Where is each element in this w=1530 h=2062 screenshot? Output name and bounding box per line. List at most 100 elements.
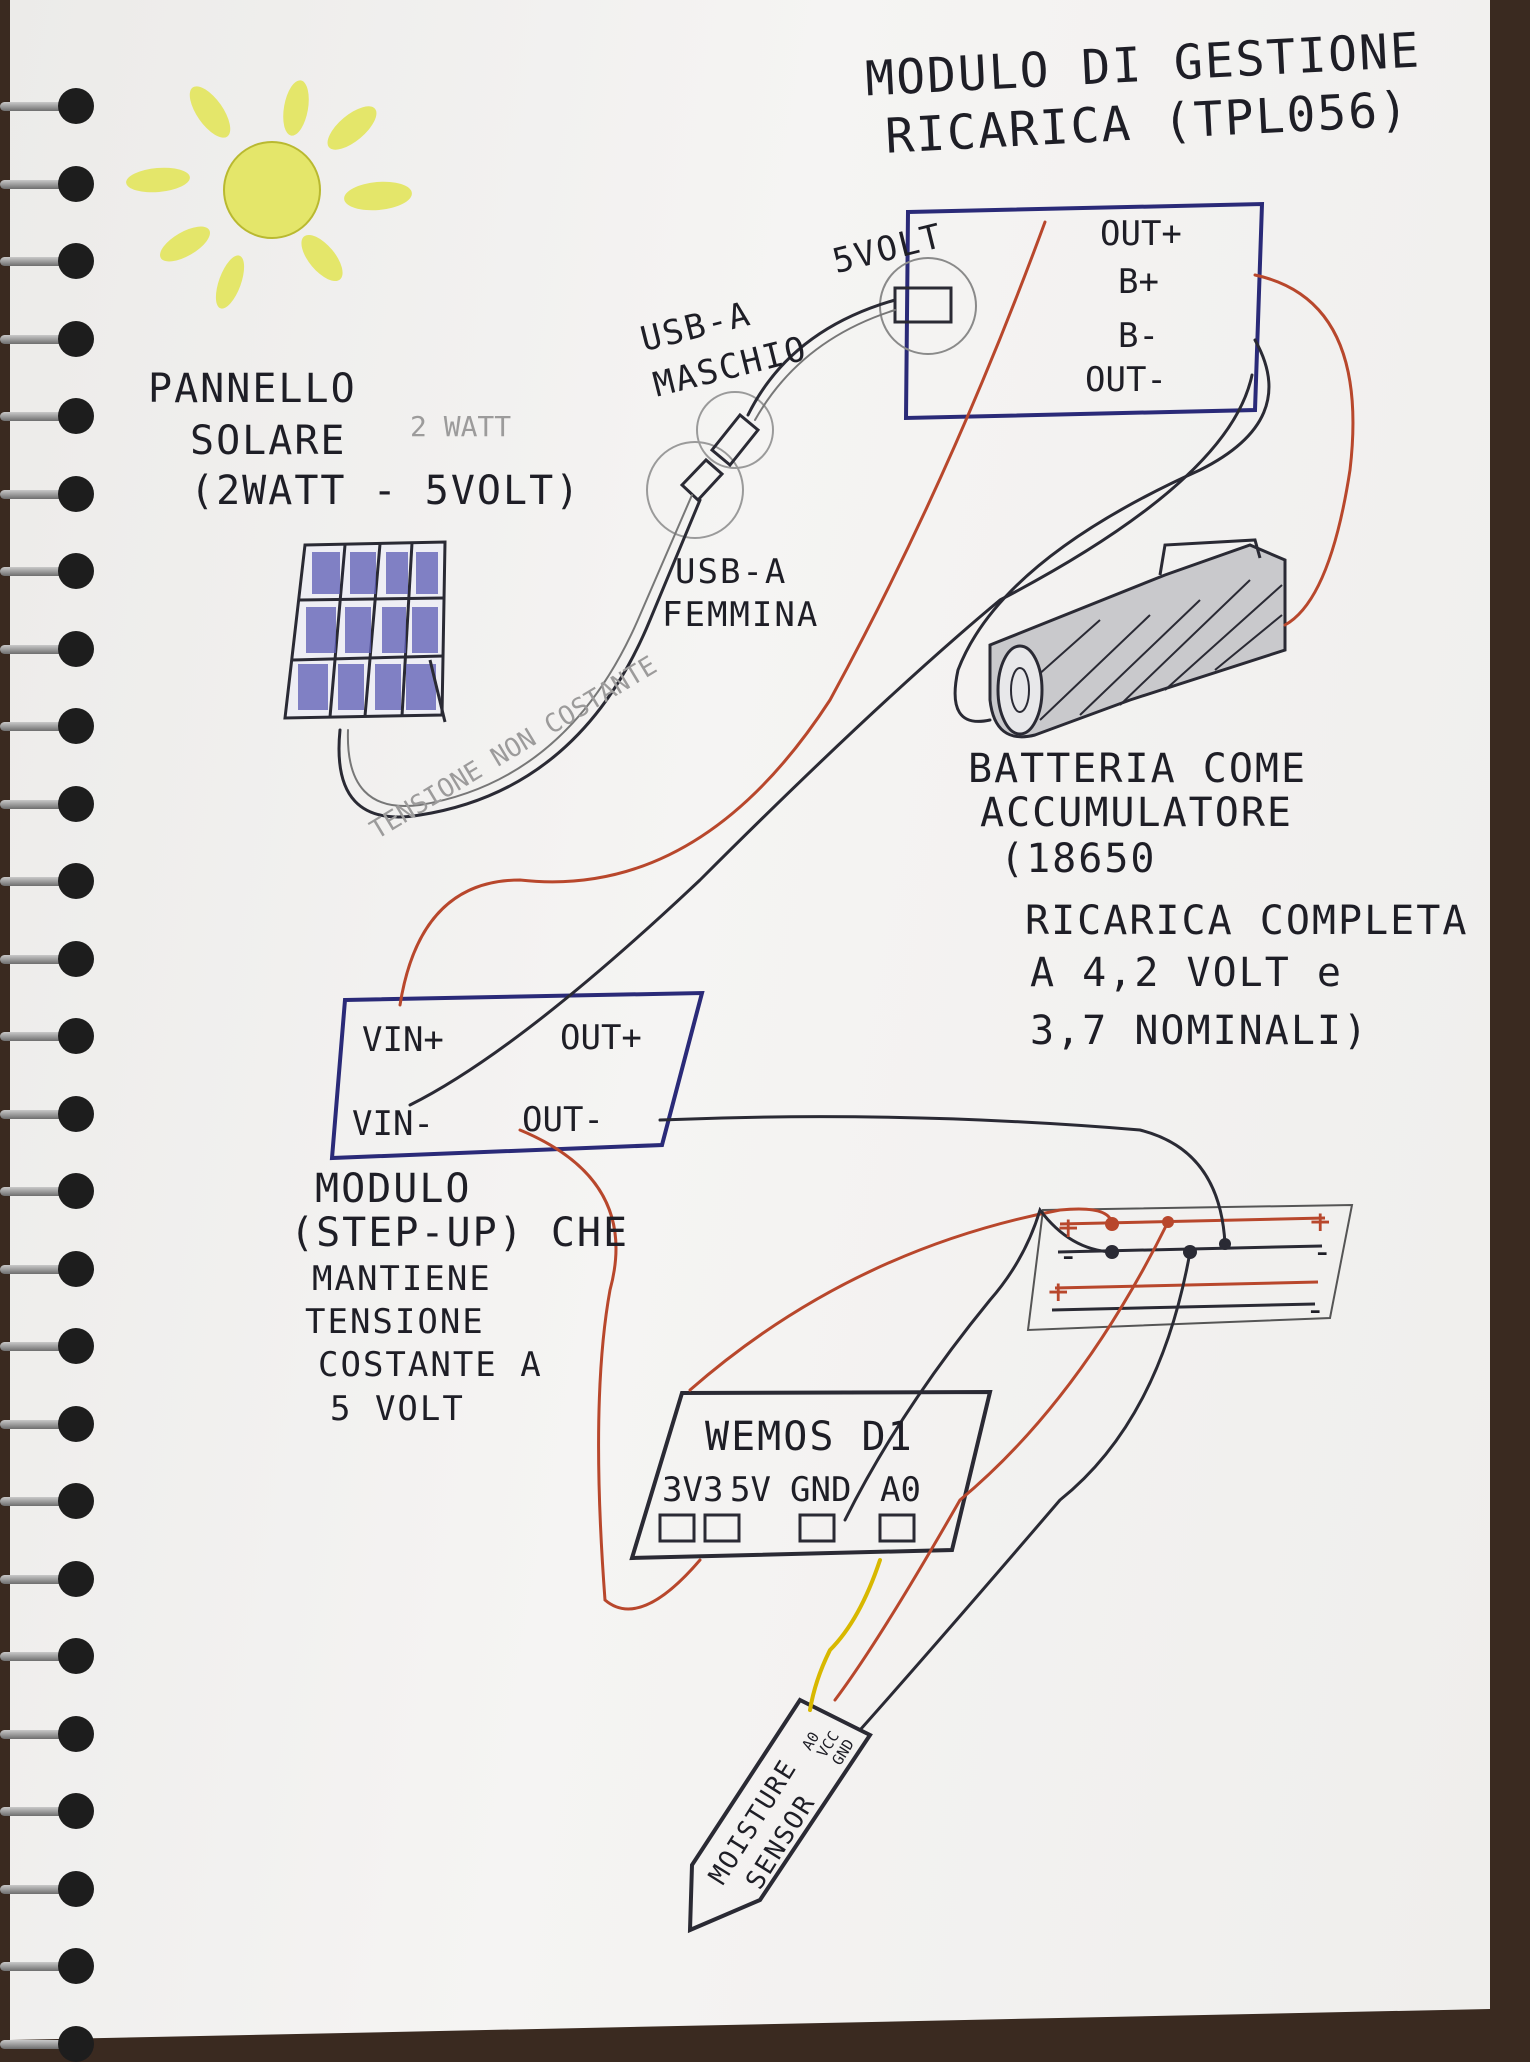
rail-top-right-plus: + bbox=[1310, 1202, 1331, 1242]
sun-icon bbox=[126, 80, 412, 309]
spiral-ring bbox=[0, 708, 98, 744]
ring-hole bbox=[58, 1948, 94, 1984]
ring-hole bbox=[58, 1560, 94, 1597]
spiral-ring bbox=[0, 553, 98, 589]
wemos-pin-3v3: 3V3 bbox=[662, 1470, 724, 1510]
ring-wire bbox=[0, 644, 78, 654]
spiral-ring bbox=[0, 320, 98, 357]
spiral-ring bbox=[0, 1715, 98, 1752]
ring-hole bbox=[58, 785, 94, 822]
wemos-pin-pads bbox=[658, 1513, 916, 1543]
spiral-ring bbox=[0, 863, 98, 899]
spiral-ring bbox=[0, 398, 98, 434]
spiral-ring bbox=[0, 243, 98, 279]
battery-line-3: (18650 bbox=[1000, 836, 1157, 882]
spiral-ring bbox=[0, 1948, 98, 1984]
breadboard-power-rail bbox=[1026, 1203, 1354, 1332]
ring-wire bbox=[0, 1962, 78, 1971]
faint-watt-note: 2 WATT bbox=[410, 410, 512, 443]
ring-wire bbox=[0, 954, 78, 964]
ring-wire bbox=[0, 722, 78, 731]
rail-top-left-plus: + bbox=[1058, 1208, 1079, 1248]
ring-hole bbox=[58, 1405, 94, 1442]
panel-line-1: PANNELLO bbox=[148, 366, 357, 412]
stepup-pin-out-minus: OUT- bbox=[522, 1100, 604, 1140]
ring-wire bbox=[0, 179, 78, 189]
ring-wire bbox=[0, 1342, 78, 1351]
charger-module-board bbox=[903, 201, 1265, 421]
ring-hole bbox=[58, 88, 94, 124]
ring-hole bbox=[58, 863, 94, 899]
stepup-module-board bbox=[329, 990, 705, 1161]
ring-hole bbox=[58, 1018, 94, 1054]
ring-wire bbox=[0, 1497, 78, 1506]
ring-hole bbox=[58, 243, 94, 279]
rail-top-left-minus: - bbox=[1058, 1236, 1079, 1276]
spiral-ring bbox=[0, 475, 98, 512]
spiral-ring bbox=[0, 1250, 98, 1287]
rail-top-right-minus: - bbox=[1312, 1232, 1333, 1272]
ring-hole bbox=[58, 1638, 94, 1674]
spiral-ring bbox=[0, 630, 98, 667]
spiral-ring bbox=[0, 1870, 98, 1907]
spiral-ring bbox=[0, 1018, 98, 1054]
spiral-ring bbox=[0, 1405, 98, 1442]
ring-hole bbox=[58, 1483, 94, 1519]
usb-female-line-2: FEMMINA bbox=[662, 595, 820, 635]
stepup-pin-vin-plus: VIN+ bbox=[362, 1020, 444, 1060]
stepup-line-3: MANTIENE bbox=[312, 1259, 492, 1299]
ring-hole bbox=[58, 398, 94, 434]
ring-wire bbox=[0, 1264, 78, 1274]
ring-wire bbox=[0, 102, 78, 111]
moisture-sensor-board bbox=[687, 1697, 873, 1934]
spiral-ring bbox=[0, 1173, 98, 1209]
ring-hole bbox=[58, 708, 94, 744]
battery-line-4: RICARICA COMPLETA bbox=[1025, 898, 1469, 944]
stepup-pin-vin-minus: VIN- bbox=[352, 1104, 434, 1144]
wemos-title: WEMOS D1 bbox=[705, 1414, 914, 1460]
stepup-line-2: (STEP-UP) CHE bbox=[290, 1210, 630, 1256]
spiral-ring bbox=[0, 1560, 98, 1597]
stepup-line-6: 5 VOLT bbox=[330, 1389, 465, 1429]
ring-wire bbox=[0, 489, 78, 499]
battery-line-6: 3,7 NOMINALI) bbox=[1030, 1008, 1370, 1054]
ring-hole bbox=[58, 940, 94, 977]
stepup-line-1: MODULO bbox=[315, 1166, 472, 1212]
wemos-pin-gnd: GND bbox=[790, 1470, 852, 1510]
solar-panel-icon bbox=[283, 540, 447, 723]
ring-wire bbox=[0, 1109, 78, 1119]
battery-line-5: A 4,2 VOLT e bbox=[1030, 950, 1343, 996]
charger-pin-b-minus: B- bbox=[1118, 316, 1159, 356]
spiral-ring bbox=[0, 88, 98, 124]
ring-wire bbox=[0, 799, 78, 809]
ring-hole bbox=[58, 1250, 94, 1287]
ring-hole bbox=[58, 475, 94, 512]
charger-pin-b-plus: B+ bbox=[1118, 262, 1159, 302]
wemos-pin-5v: 5V bbox=[730, 1470, 771, 1510]
rail-bottom-left-plus: + bbox=[1048, 1272, 1069, 1312]
ring-wire bbox=[0, 1729, 78, 1739]
ring-hole bbox=[58, 1173, 94, 1209]
rail-bottom-right-minus: - bbox=[1305, 1290, 1326, 1330]
charger-pin-out-minus: OUT- bbox=[1085, 360, 1167, 400]
panel-line-2: SOLARE bbox=[190, 418, 347, 464]
battery-line-1: BATTERIA COME bbox=[968, 746, 1308, 792]
ring-hole bbox=[58, 630, 94, 667]
ring-hole bbox=[58, 553, 94, 589]
battery-line-2: ACCUMULATORE bbox=[980, 790, 1293, 836]
usb-connector-icon bbox=[646, 391, 774, 539]
ring-wire bbox=[0, 334, 78, 344]
charger-pin-out-plus: OUT+ bbox=[1100, 214, 1182, 254]
spiral-ring bbox=[0, 1483, 98, 1519]
ring-hole bbox=[58, 1715, 94, 1752]
ring-wire bbox=[0, 412, 78, 421]
wemos-pin-a0: A0 bbox=[880, 1470, 921, 1510]
usb-port-icon bbox=[893, 286, 953, 324]
spiral-ring bbox=[0, 1793, 98, 1829]
spiral-ring bbox=[0, 1328, 98, 1364]
spiral-ring bbox=[0, 940, 98, 977]
ring-wire bbox=[0, 257, 78, 266]
spiral-ring bbox=[0, 1638, 98, 1674]
ring-hole bbox=[58, 1095, 94, 1132]
